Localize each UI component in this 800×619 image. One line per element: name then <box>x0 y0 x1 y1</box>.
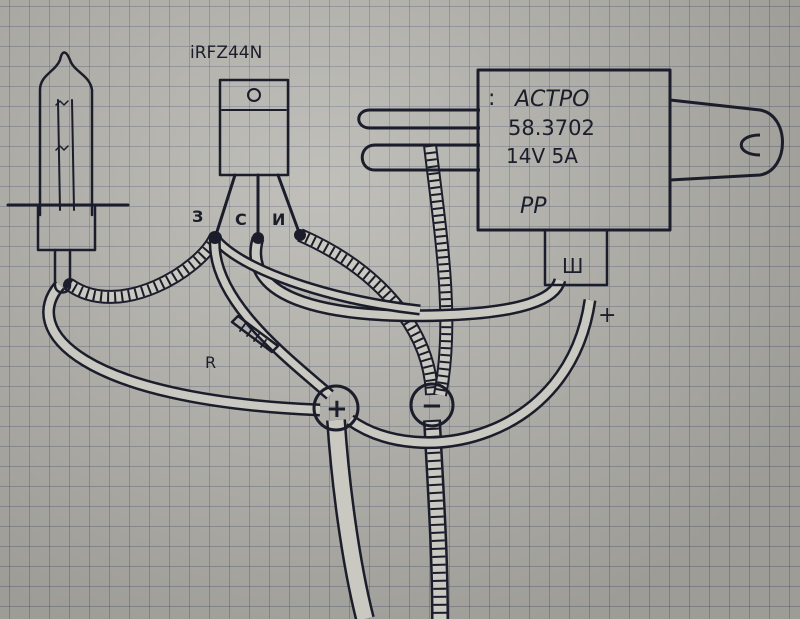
wire-minus-down <box>423 419 449 619</box>
drain-pin-dot <box>252 232 264 244</box>
relay-dot: : <box>488 86 495 111</box>
drain-pin-label: С <box>235 210 247 229</box>
plus-terminal <box>312 384 360 432</box>
relay-rating: 14V 5A <box>506 144 578 168</box>
wire-plus-down <box>326 419 375 619</box>
relay-socket-label: Ш <box>562 254 583 278</box>
source-pin-dot <box>294 229 306 241</box>
transistor-label: iRFZ44N <box>190 43 262 63</box>
relay-brand: АСТРО <box>513 87 589 112</box>
source-pin-label: И <box>272 210 285 229</box>
minus-terminal <box>409 382 455 428</box>
relay-model: 58.3702 <box>508 116 595 140</box>
light-bulb <box>6 51 130 294</box>
wire-relay-minus <box>423 144 454 397</box>
minus-terminal-label: − <box>421 391 443 421</box>
relay-type: РР <box>520 194 547 219</box>
gate-pin-label: З <box>192 207 203 226</box>
relay-plus-label: + <box>598 303 616 328</box>
gate-pin-dot <box>209 232 221 244</box>
mosfet <box>209 78 306 244</box>
resistor-label: R <box>205 353 216 372</box>
plain-wires <box>42 98 784 450</box>
resistor <box>230 314 280 354</box>
relay-socket <box>543 228 609 287</box>
wire-gate-to-bulb <box>63 231 222 304</box>
relay <box>476 68 672 287</box>
plus-terminal-label: + <box>326 394 348 424</box>
